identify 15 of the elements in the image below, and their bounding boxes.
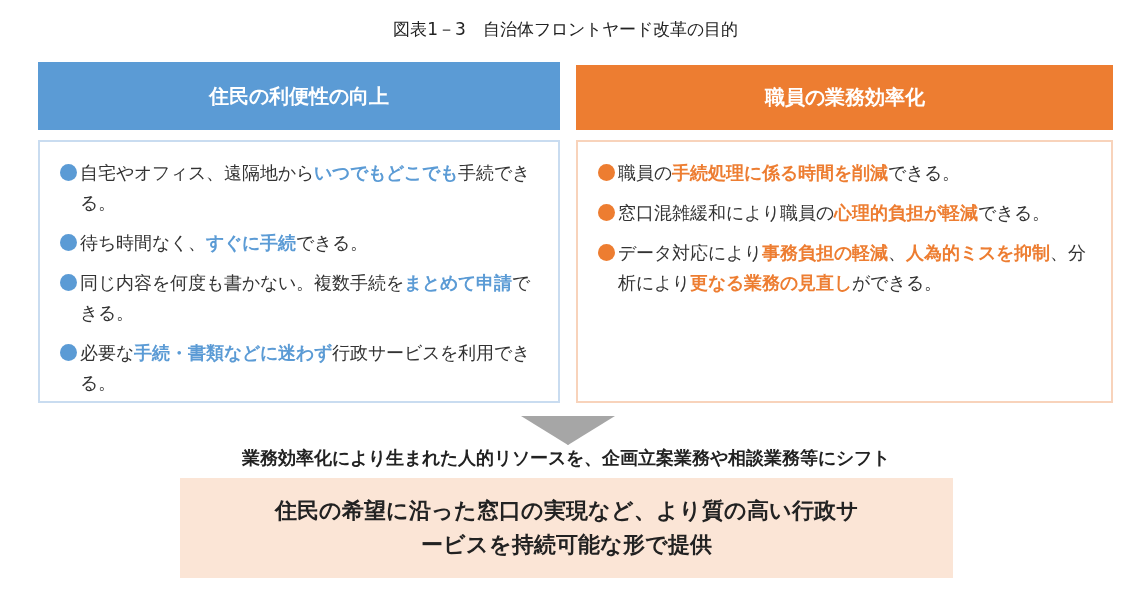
- result-box: 住民の希望に沿った窓口の実現など、より質の高い行政サービスを持続可能な形で提供: [180, 478, 953, 578]
- header-band: 職員の業務効率化: [576, 65, 1113, 130]
- content-panel: [576, 140, 1113, 403]
- header-band: 住民の利便性の向上: [38, 62, 560, 130]
- bullet-text: 必要な手続・書類などに迷わず行政サービスを利用できる。: [80, 341, 531, 395]
- bullet-text: 同じ内容を何度も書かない。複数手続をまとめて申請できる。: [80, 271, 531, 325]
- bullet-text: 窓口混雑緩和により職員の心理的負担が軽減できる。: [618, 201, 1050, 225]
- down-arrow: [521, 416, 615, 446]
- content-panel: [38, 140, 560, 403]
- bullet-text: 待ち時間なく、すぐに手続できる。: [80, 231, 368, 255]
- bullet-text: データ対応により事務負担の軽減、人為的ミスを抑制、分析により更なる業務の見直しができる。: [618, 241, 1087, 295]
- bullet-text: 自宅やオフィス、遠隔地からいつでもどこでも手続できる。: [80, 161, 531, 215]
- summary-text: 業務効率化により生まれた人的リソースを、企画立案業務や相談業務等にシフト: [60, 446, 1071, 476]
- bullet-text: 職員の手続処理に係る時間を削減できる。: [618, 161, 960, 185]
- figure-title: 図表1－3 自治体フロントヤード改革の目的: [392, 18, 739, 41]
